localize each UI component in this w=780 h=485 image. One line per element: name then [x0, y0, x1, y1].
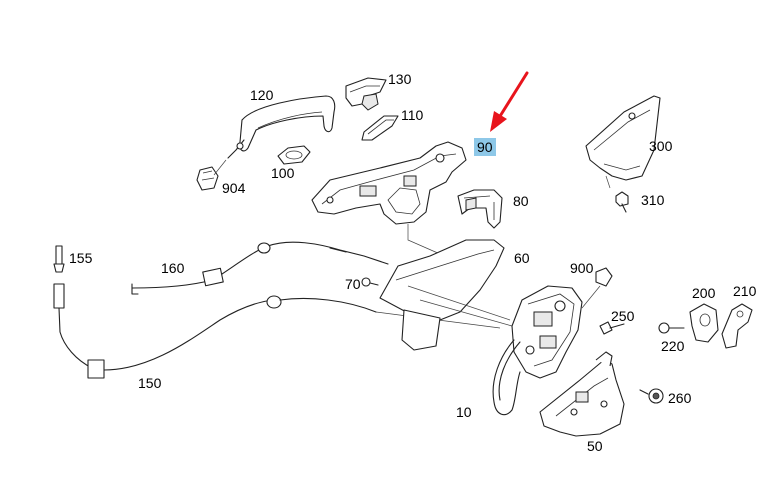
part-100-gasket[interactable] — [277, 145, 311, 165]
part-label-220[interactable]: 220 — [661, 338, 685, 354]
part-70-screw[interactable] — [361, 277, 379, 287]
part-155-pin[interactable] — [53, 245, 65, 273]
part-label-210[interactable]: 210 — [733, 283, 757, 299]
part-label-10[interactable]: 10 — [456, 404, 472, 420]
part-50-bracket[interactable] — [539, 351, 625, 437]
part-label-900[interactable]: 900 — [570, 260, 594, 276]
part-label-160[interactable]: 160 — [161, 260, 185, 276]
part-150-cable[interactable] — [53, 283, 501, 379]
part-label-60[interactable]: 60 — [514, 250, 530, 266]
part-label-150[interactable]: 150 — [138, 375, 162, 391]
part-label-300[interactable]: 300 — [649, 138, 673, 154]
part-label-90[interactable]: 90 — [474, 138, 496, 156]
part-260-bolt[interactable] — [639, 388, 664, 404]
part-120-exterior-handle[interactable] — [227, 95, 336, 159]
part-210-plate[interactable] — [721, 303, 753, 349]
part-label-110[interactable]: 110 — [401, 107, 424, 123]
part-label-260[interactable]: 260 — [668, 390, 692, 406]
part-label-80[interactable]: 80 — [513, 193, 529, 209]
part-90-handle-carrier[interactable] — [311, 141, 467, 255]
part-300-cover[interactable] — [585, 95, 661, 189]
part-80-bracket[interactable] — [457, 189, 503, 229]
highlight-arrow-icon — [490, 71, 529, 132]
part-label-155[interactable]: 155 — [69, 250, 93, 266]
part-label-130[interactable]: 130 — [388, 71, 412, 87]
part-label-250[interactable]: 250 — [611, 308, 635, 324]
part-60-guide-panel[interactable] — [379, 239, 513, 351]
part-220-bolt[interactable] — [658, 322, 685, 334]
part-label-100[interactable]: 100 — [271, 165, 295, 181]
part-160-cable[interactable] — [131, 241, 389, 295]
part-label-200[interactable]: 200 — [692, 285, 716, 301]
part-10-door-lock[interactable] — [492, 285, 583, 416]
part-900-bumper[interactable] — [581, 267, 613, 309]
part-904-clip[interactable] — [196, 159, 227, 191]
part-110-seal[interactable] — [361, 115, 399, 141]
part-label-120[interactable]: 120 — [250, 87, 274, 103]
part-label-904[interactable]: 904 — [222, 180, 246, 196]
part-label-50[interactable]: 50 — [587, 438, 603, 454]
part-310-bolt[interactable] — [615, 191, 629, 213]
part-200-striker[interactable] — [689, 303, 719, 343]
part-130-cap[interactable] — [345, 77, 387, 111]
part-250-screw[interactable] — [599, 321, 625, 335]
part-label-310[interactable]: 310 — [641, 192, 665, 208]
part-label-70[interactable]: 70 — [345, 276, 361, 292]
